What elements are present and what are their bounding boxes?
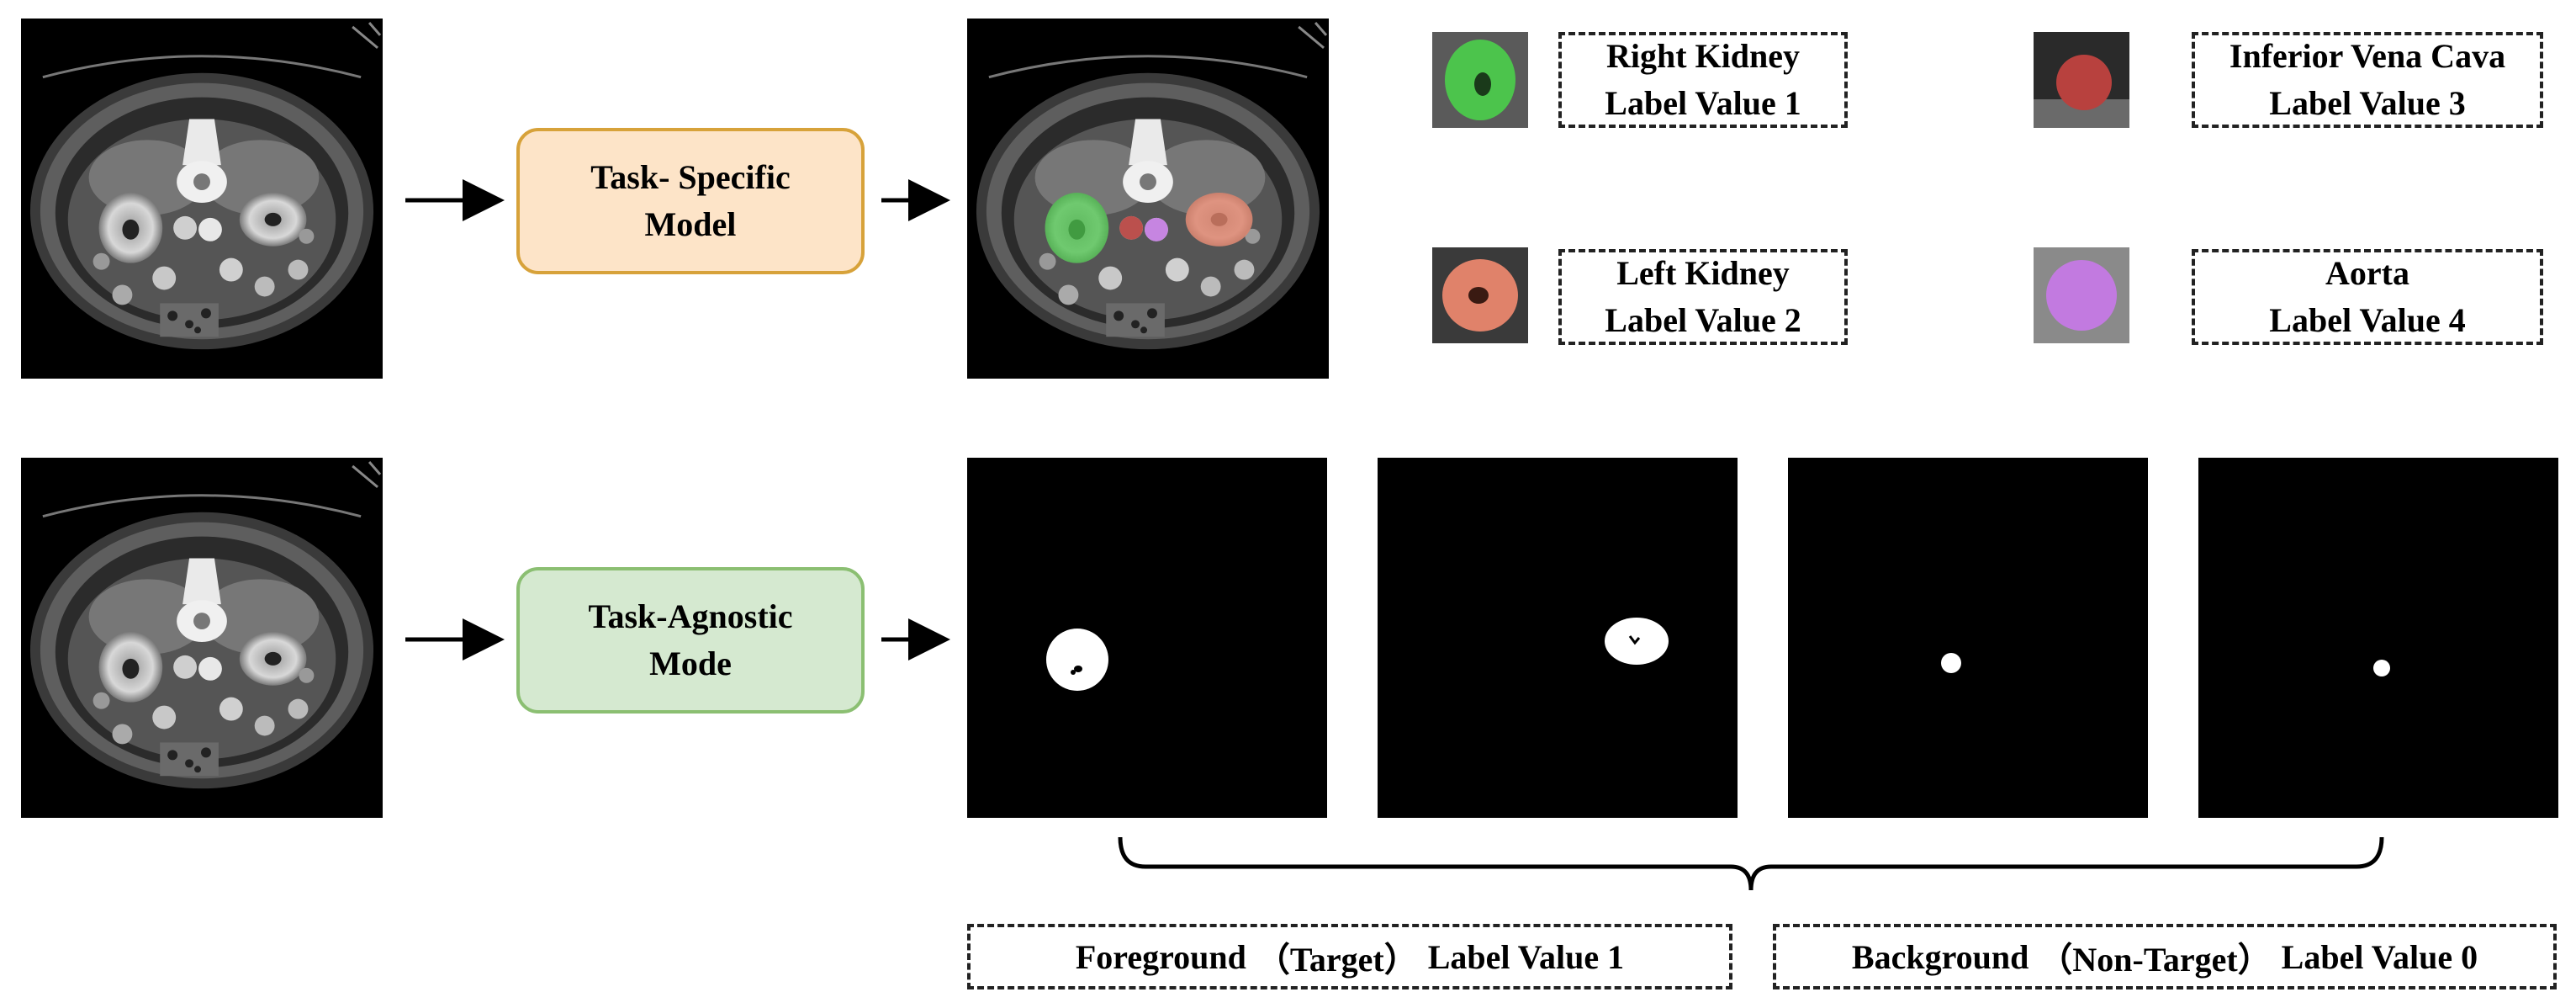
ivc-overlay — [1119, 215, 1144, 240]
right-kidney-value: Label Value 1 — [1605, 84, 1801, 122]
input-ct-bottom — [21, 458, 383, 818]
left-kidney-thumb — [1432, 247, 1528, 343]
aorta-label-box: Aorta Label Value 4 — [2192, 249, 2543, 345]
input-ct-top — [21, 19, 383, 379]
right-kidney-label-box: Right Kidney Label Value 1 — [1558, 32, 1848, 128]
task-agnostic-line2: Mode — [649, 645, 732, 682]
background-label-box: Background （Non-Target） Label Value 0 — [1773, 924, 2557, 989]
right-kidney-name: Right Kidney — [1605, 37, 1801, 75]
task-agnostic-line1: Task-Agnostic — [588, 597, 793, 635]
ivc-thumb — [2034, 32, 2129, 128]
left-kidney-overlay — [1185, 193, 1253, 247]
left-kidney-value: Label Value 2 — [1605, 301, 1801, 339]
aorta-name: Aorta — [2325, 254, 2409, 292]
task-agnostic-model-box: Task-Agnostic Mode — [516, 567, 865, 714]
segmented-ct — [967, 19, 1329, 379]
right-kidney-overlay — [1045, 193, 1109, 263]
curly-brace — [1118, 836, 2384, 891]
mask-ivc — [1788, 458, 2148, 818]
right-kidney-thumb — [1432, 32, 1528, 128]
aorta-thumb — [2034, 247, 2129, 343]
task-specific-model-box: Task- Specific Model — [516, 128, 865, 274]
background-value: Label Value 0 — [2281, 937, 2478, 976]
foreground-label-box: Foreground （Target） Label Value 1 — [967, 924, 1732, 989]
mask-left-kidney — [1378, 458, 1738, 818]
ivc-name: Inferior Vena Cava — [2229, 37, 2506, 75]
foreground-word: Foreground — [1075, 937, 1246, 976]
aorta-value: Label Value 4 — [2269, 301, 2466, 339]
foreground-value: Label Value 1 — [1427, 937, 1625, 976]
task-specific-line1: Task- Specific — [590, 158, 791, 196]
ivc-value: Label Value 3 — [2269, 84, 2466, 122]
aorta-overlay — [1145, 217, 1168, 241]
mask-right-kidney — [967, 458, 1327, 818]
task-specific-line2: Model — [644, 205, 737, 243]
foreground-paren: （Target） — [1256, 941, 1418, 979]
left-kidney-name: Left Kidney — [1616, 254, 1790, 292]
background-word: Background — [1851, 937, 2029, 976]
left-kidney-label-box: Left Kidney Label Value 2 — [1558, 249, 1848, 345]
ivc-label-box: Inferior Vena Cava Label Value 3 — [2192, 32, 2543, 128]
background-paren: （Non-Target） — [2039, 941, 2272, 979]
mask-aorta — [2198, 458, 2558, 818]
